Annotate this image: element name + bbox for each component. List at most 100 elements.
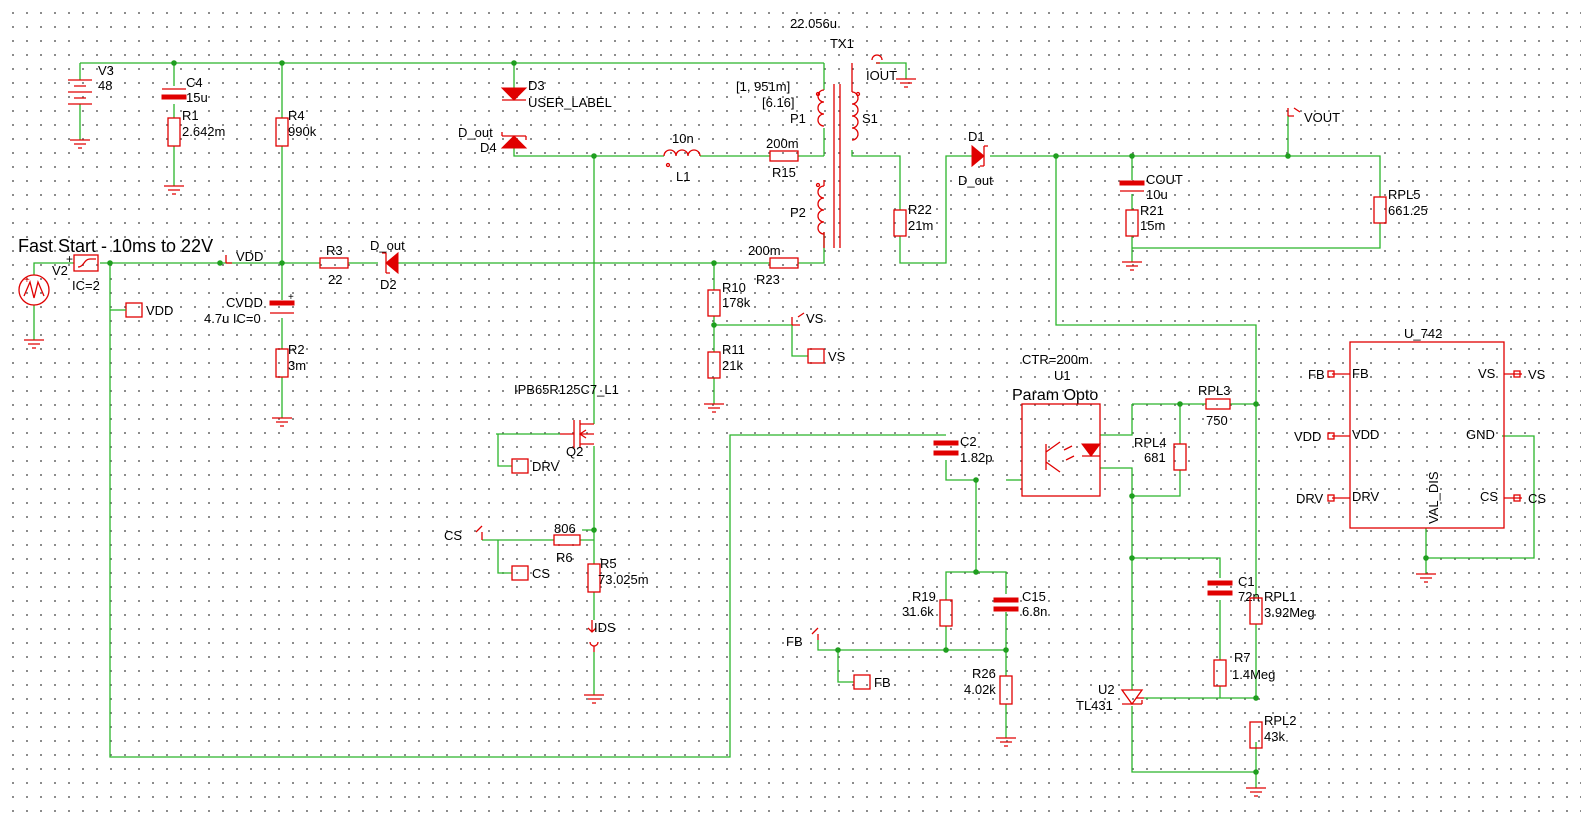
battery-v3[interactable]: V3 48 (68, 63, 114, 105)
capacitor-c15[interactable]: C15 6.8n (993, 589, 1047, 619)
ref-q2: Q2 (566, 444, 583, 459)
resistor-r2[interactable]: R2 3m (275, 342, 306, 378)
net-labels: VDD VDD VS VS DRV CS CS FB FB VOUT (110, 107, 1340, 690)
resistor-r5[interactable]: R5 73.025m (587, 556, 649, 593)
value-r23: 200m (748, 243, 781, 258)
ratio1-tx1: [1, 951m] (736, 79, 790, 94)
pin-gnd: GND (1466, 427, 1495, 442)
ic-net-fb: FB (1308, 367, 1325, 382)
shunt-u2[interactable]: U2 TL431 (1076, 682, 1144, 713)
resistor-r22[interactable]: R22 21m (893, 202, 933, 237)
resistor-r21[interactable]: R21 15m (1125, 203, 1165, 237)
ref-r6: R6 (556, 550, 573, 565)
winding-s1: S1 (862, 111, 878, 126)
label-vdd-box: VDD (146, 303, 173, 318)
label-u1: Param Opto (1012, 387, 1098, 404)
ic-net-vdd: VDD (1294, 429, 1321, 444)
resistor-rpl3[interactable]: RPL3 750 (1198, 383, 1231, 428)
svg-text:+: + (66, 252, 73, 266)
resistor-r1[interactable]: R1 2.642m (167, 108, 225, 147)
resistor-r4[interactable]: R4 990k (275, 108, 317, 147)
capacitor-cvdd[interactable]: + CVDD 4.7u IC=0 (204, 292, 295, 326)
probe-iout[interactable]: IOUT (866, 54, 897, 83)
ref-c1: C1 (1238, 574, 1255, 589)
resistor-r3[interactable]: R3 22 (319, 243, 349, 287)
optocoupler-u1[interactable]: CTR=200m U1 Param Opto (1012, 352, 1101, 497)
resistor-r10[interactable]: R10 178k (707, 280, 751, 317)
pin-cs: CS (1480, 489, 1498, 504)
ref-r23: R23 (756, 272, 780, 287)
inductor-l1[interactable]: 10n L1 (663, 131, 701, 184)
ref-r22: R22 (908, 202, 932, 217)
capacitor-c2[interactable]: C2 1.82p (933, 434, 993, 465)
value-r6: 806 (554, 521, 576, 536)
value-rpl2: 43k (1264, 729, 1285, 744)
value-r3: 22 (328, 272, 342, 287)
ic-u742[interactable]: U_742 FB VDD DRV VS GND CS VAL_DIS FB VD… (1294, 326, 1546, 529)
value-rpl4: 681 (1144, 450, 1166, 465)
value-r22: 21m (908, 218, 933, 233)
source-v2[interactable]: + V2 + IC=2 (18, 252, 100, 306)
diode-d2[interactable]: D_out D2 (370, 238, 405, 292)
label-drv-box: DRV (532, 459, 560, 474)
pin-vs: VS (1478, 366, 1496, 381)
resistor-r7[interactable]: R7 1.4Meg (1213, 650, 1275, 687)
resistor-r19[interactable]: R19 31.6k (902, 589, 953, 627)
ref-cout: COUT (1146, 172, 1183, 187)
capacitor-c4[interactable]: C4 15u (161, 75, 208, 105)
resistor-rpl1[interactable]: RPL1 3.92Meg (1249, 589, 1315, 625)
mosfet-q2[interactable]: IPB65R125C7_L1 Q2 (514, 382, 619, 459)
ref-c2: C2 (960, 434, 977, 449)
value-r26: 4.02k (964, 682, 996, 697)
model-q2: IPB65R125C7_L1 (514, 382, 619, 397)
ref-r1: R1 (182, 108, 199, 123)
resistor-rpl4[interactable]: RPL4 681 (1134, 435, 1187, 471)
ref-r2: R2 (288, 342, 305, 357)
value-d4: D_out (458, 125, 493, 140)
ref-rpl4: RPL4 (1134, 435, 1167, 450)
value-d3: USER_LABEL (528, 95, 612, 110)
resistor-r23[interactable]: 200m R23 (748, 243, 799, 287)
net-ids: IDS (594, 620, 616, 635)
resistor-rpl5[interactable]: RPL5 661.25 (1373, 187, 1428, 224)
ref-rpl2: RPL2 (1264, 713, 1297, 728)
ref-v3: V3 (98, 63, 114, 78)
value-d1: D_out (958, 173, 993, 188)
label-vdd-top: VDD (236, 249, 263, 264)
value-rpl3: 750 (1206, 413, 1228, 428)
value-r19: 31.6k (902, 604, 934, 619)
ground-symbols (24, 78, 1436, 797)
resistor-rpl2[interactable]: RPL2 43k (1249, 713, 1297, 749)
schematic-title: Fast Start - 10ms to 22V (18, 236, 213, 256)
diode-d1[interactable]: D1 D_out (958, 129, 993, 188)
ic-net-drv: DRV (1296, 491, 1324, 506)
ref-d2: D2 (380, 277, 397, 292)
transformer-tx1[interactable]: 22.056u TX1 [1, 951m] [6.16] P1 P2 S1 (736, 16, 878, 248)
value-rpl1: 3.92Meg (1264, 605, 1315, 620)
diode-d3[interactable]: D3 USER_LABEL (500, 78, 612, 110)
resistor-r6[interactable]: 806 R6 (553, 521, 581, 565)
resistor-r11[interactable]: R11 21k (707, 342, 745, 379)
ref-r10: R10 (722, 280, 746, 295)
ref-r7: R7 (1234, 650, 1251, 665)
resistor-r26[interactable]: R26 4.02k (964, 666, 1013, 705)
pin-vdd: VDD (1352, 427, 1379, 442)
label-vout: VOUT (1304, 110, 1340, 125)
ref-d1: D1 (968, 129, 985, 144)
probe-ids[interactable]: IDS (587, 620, 616, 652)
ref-r15: R15 (772, 165, 796, 180)
capacitor-c1[interactable]: C1 72n (1207, 574, 1260, 604)
capacitor-cout[interactable]: COUT 10u (1119, 172, 1183, 202)
label-cs: CS (444, 528, 462, 543)
diode-d4[interactable]: D_out D4 (458, 125, 528, 155)
value-rpl5: 661.25 (1388, 203, 1428, 218)
ref-c4: C4 (186, 75, 203, 90)
value-d2: D_out (370, 238, 405, 253)
ref-r5: R5 (600, 556, 617, 571)
resistor-r15[interactable]: 200m R15 (766, 136, 799, 180)
value-tx1: 22.056u (790, 16, 837, 31)
value-r10: 178k (722, 295, 751, 310)
ic-net-cs: CS (1528, 491, 1546, 506)
